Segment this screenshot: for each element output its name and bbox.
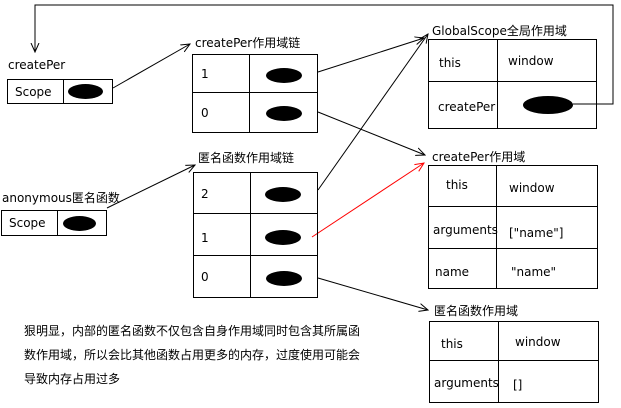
global-row-divider bbox=[497, 82, 498, 128]
cpscope-row-divider bbox=[496, 249, 497, 288]
cpscope-table: this window arguments ["name"] name "nam… bbox=[428, 165, 598, 289]
cpchain-title: createPer作用域链 bbox=[195, 36, 301, 50]
cpscope-row-divider bbox=[496, 166, 497, 207]
arrow-anonchain2-to-global bbox=[317, 34, 428, 191]
anonscope-row: arguments [] bbox=[430, 361, 598, 402]
anonchain-row: 2 bbox=[194, 173, 317, 214]
cpscope-row-key: this bbox=[446, 178, 468, 192]
anon-title: anonymous匿名函数 bbox=[2, 191, 120, 205]
cpchain-row: 0 bbox=[193, 93, 317, 132]
cpchain-row: 1 bbox=[193, 55, 317, 93]
createper-divider bbox=[63, 80, 64, 103]
anonscope-row-divider bbox=[498, 322, 499, 361]
createper-scope-pointer-icon bbox=[68, 84, 103, 99]
anonscope-row-divider bbox=[498, 361, 499, 402]
anonchain-row-divider bbox=[250, 214, 251, 256]
cpscope-row-divider bbox=[496, 207, 497, 249]
anonscope-title: 匿名函数作用域 bbox=[434, 304, 519, 318]
anonchain-pointer-icon bbox=[265, 187, 301, 202]
global-createper-pointer-icon bbox=[523, 96, 573, 114]
cpchain-row-index: 1 bbox=[201, 67, 209, 81]
cpchain-table: 1 0 bbox=[192, 54, 318, 133]
anonchain-row-index: 1 bbox=[201, 231, 209, 245]
global-row: createPer bbox=[429, 82, 596, 128]
explanation-line: 数作用域，所以会比其他函数占用更多的内存，过度使用可能会 bbox=[24, 348, 361, 362]
createper-title: createPer bbox=[8, 58, 66, 72]
createper-box: Scope bbox=[7, 79, 113, 104]
anonscope-table: this window arguments [] bbox=[429, 321, 599, 403]
anonchain-pointer-icon bbox=[266, 271, 302, 286]
explanation-line: 狠明显，内部的匿名函数不仅包含自身作用域同时包含其所属函 bbox=[24, 324, 361, 338]
anon-divider bbox=[57, 211, 58, 235]
anonscope-row-key: arguments bbox=[434, 376, 499, 390]
anon-scope-pointer-icon bbox=[63, 216, 96, 231]
arrow-cpchain1-to-global bbox=[317, 38, 424, 73]
anonchain-row-index: 0 bbox=[201, 270, 209, 284]
cpscope-row-value: "name" bbox=[511, 265, 557, 279]
cpscope-row: name "name" bbox=[429, 249, 597, 288]
global-row-value: window bbox=[508, 54, 554, 68]
anonchain-table: 2 1 0 bbox=[193, 172, 318, 298]
cpscope-row: this window bbox=[429, 166, 597, 207]
anonchain-row: 0 bbox=[194, 256, 317, 297]
anonchain-pointer-icon bbox=[265, 230, 301, 245]
anonscope-row-key: this bbox=[441, 337, 463, 351]
cpchain-pointer-icon bbox=[266, 106, 302, 121]
cpscope-title: createPer作用域 bbox=[432, 150, 526, 164]
global-title: GlobalScope全局作用域 bbox=[432, 24, 567, 38]
explanation-note: 狠明显，内部的匿名函数不仅包含自身作用域同时包含其所属函 数作用域，所以会比其他… bbox=[24, 319, 384, 391]
anon-scope-label: Scope bbox=[9, 216, 46, 230]
anonchain-row-divider bbox=[250, 256, 251, 297]
cpscope-row-key: arguments bbox=[433, 223, 498, 237]
arrow-createper-to-chain bbox=[112, 44, 190, 89]
arrow-anonchain0-to-anonscope bbox=[317, 277, 428, 310]
anonchain-row: 1 bbox=[194, 214, 317, 256]
anonscope-row: this window bbox=[430, 322, 598, 361]
arrow-anonchain1-to-cpscope bbox=[311, 163, 424, 238]
anonscope-row-value: [] bbox=[513, 378, 523, 392]
createper-scope-label: Scope bbox=[15, 85, 52, 99]
global-row-key: createPer bbox=[438, 100, 496, 114]
global-row: this window bbox=[429, 40, 596, 82]
explanation-line: 导致内存占用过多 bbox=[24, 372, 121, 386]
cpchain-row-divider bbox=[249, 93, 250, 132]
arrow-cpchain0-to-cpscope bbox=[317, 111, 425, 155]
cpchain-row-divider bbox=[249, 55, 250, 93]
anonchain-row-divider bbox=[250, 173, 251, 214]
cpscope-row: arguments ["name"] bbox=[429, 207, 597, 249]
anon-box: Scope bbox=[1, 210, 107, 236]
cpscope-row-value: window bbox=[509, 181, 555, 195]
cpchain-pointer-icon bbox=[266, 68, 302, 83]
anonscope-row-value: window bbox=[515, 335, 561, 349]
cpscope-row-value: ["name"] bbox=[509, 226, 564, 240]
global-row-divider bbox=[497, 40, 498, 82]
global-row-key: this bbox=[439, 56, 461, 70]
arrow-anon-to-chain bbox=[106, 165, 195, 209]
anonchain-title: 匿名函数作用域链 bbox=[198, 151, 295, 165]
cpscope-row-key: name bbox=[435, 265, 470, 279]
anonchain-row-index: 2 bbox=[201, 187, 209, 201]
cpchain-row-index: 0 bbox=[201, 106, 209, 120]
global-table: this window createPer bbox=[428, 39, 597, 129]
